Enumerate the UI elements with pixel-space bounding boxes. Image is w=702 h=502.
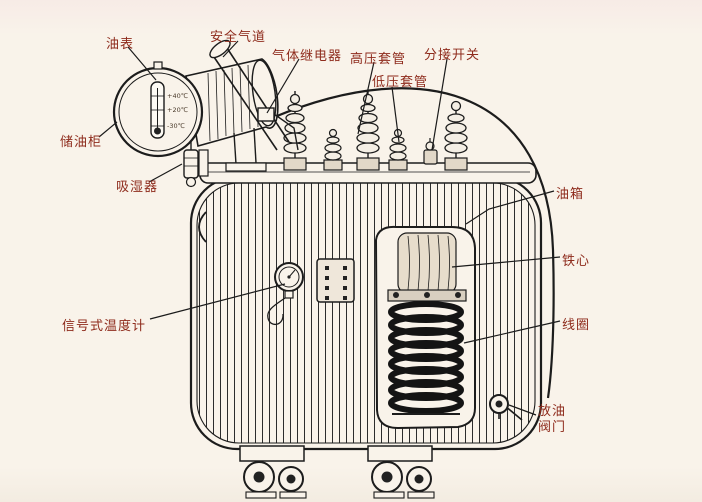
gauge-mark-low: -30℃ <box>167 122 185 130</box>
tank-handle <box>198 211 207 243</box>
label-tap-switch: 分接开关 <box>424 48 481 63</box>
label-safety-air-duct: 安全气道 <box>210 30 267 45</box>
winding-coil-stack <box>388 301 464 414</box>
breather <box>183 141 199 188</box>
leader-hv-bushing <box>357 61 375 135</box>
iron-core <box>387 232 467 302</box>
control-panel <box>316 258 355 303</box>
label-oil-gauge: 油表 <box>106 37 135 52</box>
label-winding: 线圈 <box>562 318 591 333</box>
leader-thermometer <box>149 283 286 320</box>
thermometer-capillary <box>267 297 286 325</box>
hv-bushing-3 <box>444 100 468 171</box>
oil-tank-body <box>189 162 543 451</box>
cooling-fins <box>197 183 535 443</box>
filler-cap <box>153 61 163 70</box>
gas-relay <box>257 107 299 151</box>
label-gas-relay: 气体继电器 <box>272 49 343 64</box>
leader-conservator <box>98 121 118 138</box>
label-lv-bushing: 低压套管 <box>372 75 429 90</box>
label-oil-tank: 油箱 <box>556 187 585 202</box>
leader-gas-relay <box>266 58 300 114</box>
leader-lv-bushing <box>391 86 400 143</box>
oil-level-gauge: +40℃ +20℃ -30℃ <box>150 81 188 139</box>
tap-changer <box>423 138 438 165</box>
label-core: 铁心 <box>562 254 591 269</box>
leader-oil-gauge <box>127 46 157 81</box>
leader-drain-valve <box>508 404 537 416</box>
thermometer-dial <box>267 262 304 325</box>
leader-winding <box>463 320 561 344</box>
gauge-mark-high: +40℃ <box>167 92 188 100</box>
cutaway-window <box>374 225 476 430</box>
label-conservator: 储油柜 <box>60 135 103 150</box>
leader-safety-air-duct <box>222 40 239 58</box>
leader-core <box>451 256 561 268</box>
gauge-mark-mid: +20℃ <box>167 106 188 114</box>
leader-tap-switch <box>431 58 448 151</box>
lv-bushing-1 <box>323 128 343 171</box>
leader-breather <box>148 163 183 183</box>
safety-air-duct <box>209 39 290 151</box>
hv-bushing-2 <box>356 91 380 171</box>
wheel-bogie-left <box>239 445 307 499</box>
wheel-bogie-right <box>367 445 435 499</box>
label-hv-bushing: 高压套管 <box>350 52 407 67</box>
drain-valve <box>489 394 523 421</box>
lv-bushing-2 <box>388 128 408 171</box>
label-thermometer: 信号式温度计 <box>62 319 147 334</box>
oil-pipe <box>271 87 555 399</box>
leader-oil-tank <box>465 190 555 225</box>
label-drain-valve: 放油阀门 <box>538 404 567 435</box>
conservator-assembly: +40℃ +20℃ -30℃ <box>112 39 299 188</box>
label-breather: 吸湿器 <box>116 180 159 195</box>
